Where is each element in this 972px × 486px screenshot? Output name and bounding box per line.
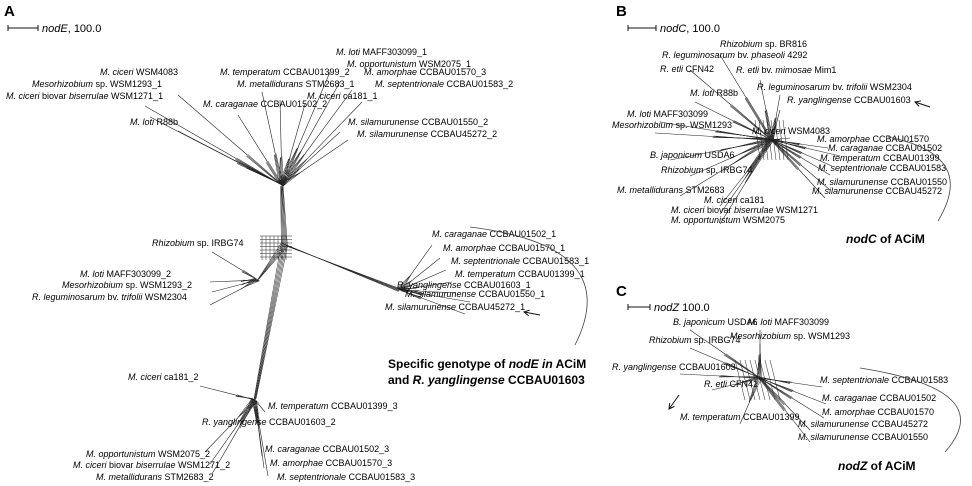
taxon-label: Rhizobium sp. IRBG74 <box>152 238 244 248</box>
taxon-label: M. loti R88b <box>130 117 178 127</box>
taxon-label: M. silamurunense CCBAU01550_1 <box>405 289 545 299</box>
taxon-label: M. silamurunense CCBAU45272 <box>812 186 942 196</box>
network-layer <box>144 54 841 477</box>
group-bracket <box>469 226 588 346</box>
taxon-label: M. loti R88b <box>690 88 738 98</box>
taxon-label: M. temperatum CCBAU01399_2 <box>220 67 350 77</box>
taxon-label: M. caraganae CCBAU01502_3 <box>265 444 389 454</box>
taxon-label: M. ciceri ca181_2 <box>128 372 199 382</box>
taxon-label: M. caraganae CCBAU01502_2 <box>203 99 327 109</box>
taxon-label: M. amorphae CCBAU01570 <box>817 134 929 144</box>
scale-label: nodE, 100.0 <box>42 23 101 35</box>
taxon-label: R. etli CFN42 <box>704 379 758 389</box>
taxon-label: M. opportunistum WSM2075_2 <box>86 449 210 459</box>
panel-letter: A <box>4 3 15 20</box>
taxon-label: M. silamurunense CCBAU45272_1 <box>385 302 525 312</box>
taxon-label: Mesorhizobium sp. WSM1293_2 <box>62 280 192 290</box>
taxon-label: B. japonicum USDA6 <box>673 317 758 327</box>
taxon-label: Mesorhizobium sp. WSM1293 <box>730 331 850 341</box>
group-bracket <box>859 367 961 453</box>
panel-letter: B <box>616 3 627 20</box>
taxon-label: M. loti MAFF303099_1 <box>336 47 427 57</box>
taxon-label: M. silamurunense CCBAU45272 <box>798 419 928 429</box>
taxon-label: M. ciceri biovar biserrulae WSM1271_1 <box>6 91 163 101</box>
taxon-label: M. metallidurans STM2683_2 <box>96 472 214 482</box>
taxon-label: M. temperatum CCBAU01399 <box>820 153 940 163</box>
taxon-label: R. leguminosarum bv. trifolii WSM2304 <box>757 82 912 92</box>
taxon-label: R. etli CFN42 <box>660 64 714 74</box>
scale-label: nodC, 100.0 <box>660 23 720 35</box>
taxon-label: M. silamurunense CCBAU01550 <box>798 432 928 442</box>
taxon-label: M. ciceri ca181_1 <box>307 91 378 101</box>
annotation-line-2: and R. yanglingense CCBAU01603 <box>388 373 585 387</box>
taxon-label: M. metallidurans STM2683_1 <box>237 79 355 89</box>
taxon-label: R. leguminosarum bv. phaseoli 4292 <box>662 50 807 60</box>
taxon-label: R. yanglingense CCBAU01603_1 <box>397 280 531 290</box>
annotation: nodZ of ACiM <box>838 459 916 473</box>
taxon-label: M. ciceri ca181 <box>704 195 765 205</box>
taxon-label: M. caraganae CCBAU01502 <box>828 143 942 153</box>
pointer-arrow <box>523 311 541 316</box>
taxon-label: M. amorphae CCBAU01570_3 <box>270 458 392 468</box>
taxon-label: M. opportunistum WSM2075 <box>671 215 785 225</box>
pointer-arrow <box>914 101 931 108</box>
taxon-label: Rhizobium sp. IRBG74 <box>649 335 741 345</box>
taxon-label: M. septentrionale CCBAU01583 <box>818 163 946 173</box>
group-bracket <box>887 136 951 222</box>
pointer-arrow <box>668 394 680 410</box>
panel-letter: C <box>616 283 627 300</box>
taxon-label: M. septentrionale CCBAU01583_3 <box>277 472 415 482</box>
taxon-label: M. ciceri WSM4083 <box>100 67 178 77</box>
taxon-label: M. temperatum CCBAU01399_1 <box>455 269 585 279</box>
taxon-label: M. metallidurans STM2683 <box>617 185 725 195</box>
taxon-label: M. loti MAFF303099 <box>627 109 708 119</box>
taxon-label: Mesorhizobium sp. WSM1293 <box>612 120 732 130</box>
taxon-label: M. silamurunense CCBAU45272_2 <box>357 129 497 139</box>
taxon-label: R. yanglingense CCBAU01603 <box>612 362 736 372</box>
taxon-label: M. ciceri biovar biserrulae WSM1271 <box>671 205 818 215</box>
taxon-label: M. ciceri WSM4083 <box>752 126 830 136</box>
taxon-label: M. temperatum CCBAU01399 <box>680 412 800 422</box>
taxon-label: M. amorphae CCBAU01570_3 <box>364 67 486 77</box>
taxon-label: M. caraganae CCBAU01502_1 <box>432 229 556 239</box>
taxon-label: M. septentrionale CCBAU01583_2 <box>375 79 513 89</box>
taxon-label: M. septentrionale CCBAU01583_1 <box>451 256 589 266</box>
taxon-label: M. silamurunense CCBAU01550_2 <box>348 117 488 127</box>
taxon-label: R. leguminosarum bv. trifolii WSM2304 <box>32 292 187 302</box>
taxon-label: R. yanglingense CCBAU01603 <box>787 95 911 105</box>
scale-label: nodZ 100.0 <box>654 302 710 314</box>
taxon-label: Rhizobium sp. BR816 <box>720 39 807 49</box>
annotation: nodC of ACiM <box>846 232 925 246</box>
taxon-label: M. amorphae CCBAU01570_1 <box>443 243 565 253</box>
taxon-label: M. loti MAFF303099_2 <box>80 269 171 279</box>
annotation-line-1: Specific genotype of nodE in ACiM <box>388 357 586 371</box>
taxon-label: Mesorhizobium sp. WSM1293_1 <box>32 79 162 89</box>
taxon-label: M. amorphae CCBAU01570 <box>822 407 934 417</box>
taxon-label: M. caraganae CCBAU01502 <box>822 393 936 403</box>
taxon-label: M. opportunistum WSM2075_1 <box>347 59 471 69</box>
taxon-label: M. septentrionale CCBAU01583 <box>820 375 948 385</box>
taxon-label: Rhizobium sp. IRBG74 <box>661 165 753 175</box>
taxon-label: B. japonicum USDA6 <box>650 150 735 160</box>
taxon-label: M. ciceri biovar biserrulae WSM1271_2 <box>73 460 230 470</box>
taxon-label: R. yanglingense CCBAU01603_2 <box>202 417 336 427</box>
taxon-label: M. temperatum CCBAU01399_3 <box>268 401 398 411</box>
taxon-label: R. etli bv. mimosae Mim1 <box>736 65 836 75</box>
taxon-label: M. loti MAFF303099 <box>748 317 829 327</box>
taxon-label: M. silamurunense CCBAU01550 <box>817 177 947 187</box>
